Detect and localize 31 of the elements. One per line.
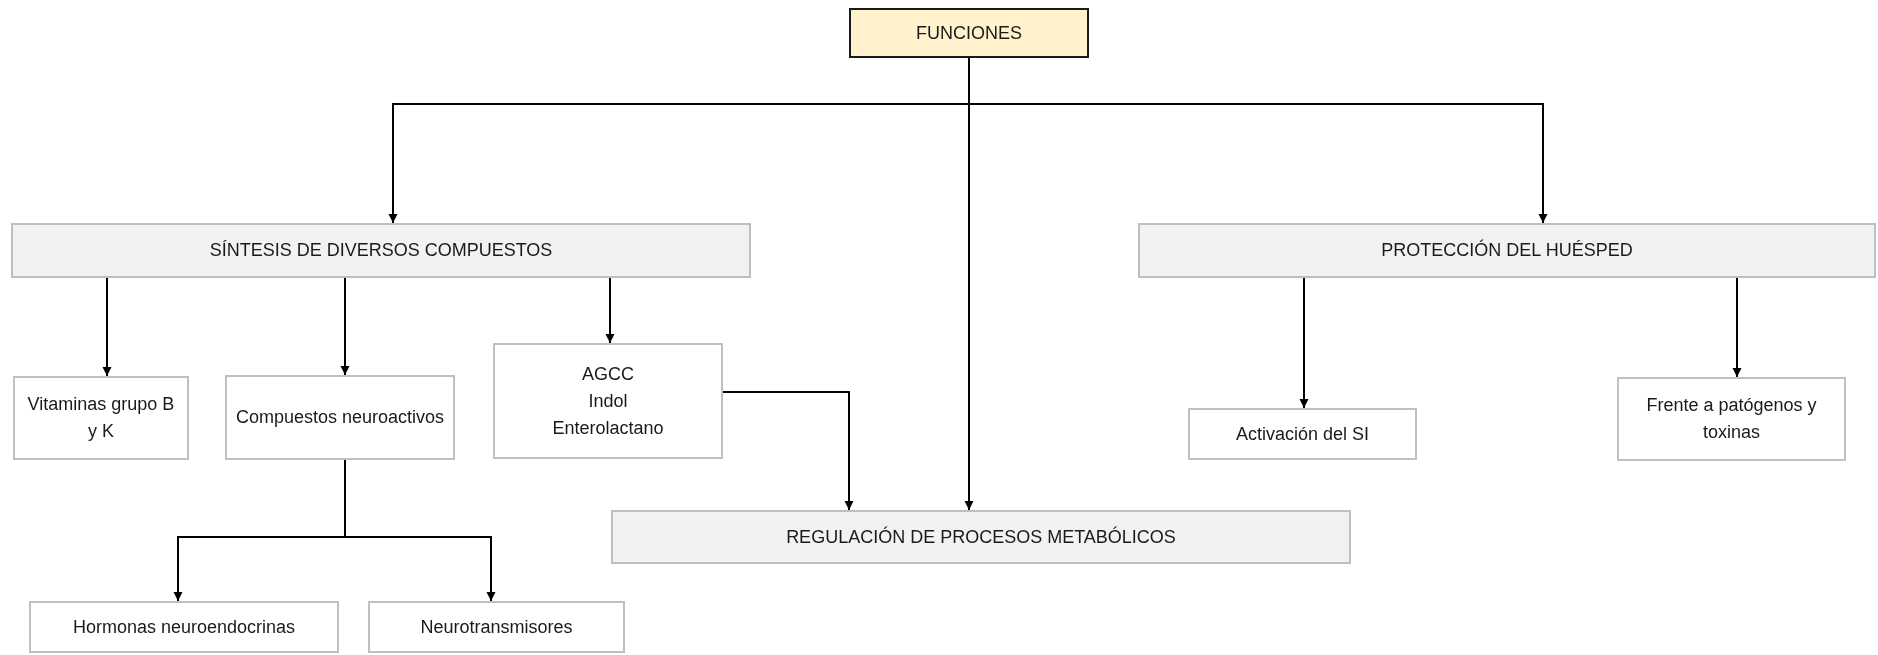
- process-box: [493, 343, 723, 459]
- arrow: [344, 459, 496, 602]
- box-label: REGULACIÓN DE PROCESOS METABÓLICOS: [786, 525, 1176, 549]
- arrow: [1299, 277, 1309, 409]
- arrow: [722, 391, 854, 511]
- process-box: [849, 8, 1089, 58]
- arrow: [605, 277, 615, 344]
- box-label: Compuestos neuroactivos: [235, 406, 445, 429]
- box-label: Vitaminas grupo B y K: [26, 393, 176, 443]
- process-box: [1138, 223, 1876, 278]
- process-box: [368, 601, 625, 653]
- box-label: FUNCIONES: [916, 21, 1022, 45]
- box-label: Enterolactano: [552, 416, 664, 440]
- box-label: Indol: [588, 389, 628, 413]
- arrow: [340, 277, 350, 376]
- box-label: AGCC: [582, 362, 634, 386]
- box-label: Activación del SI: [1235, 422, 1370, 446]
- box-label: PROTECCIÓN DEL HUÉSPED: [1381, 238, 1633, 262]
- box-label: Hormonas neuroendocrinas: [72, 615, 296, 639]
- box-label: Frente a patógenos y toxinas: [1645, 394, 1818, 444]
- process-box: [13, 376, 189, 460]
- process-box: [225, 375, 455, 460]
- process-box: [1188, 408, 1417, 460]
- box-label: Neurotransmisores: [420, 615, 573, 639]
- box-label: SÍNTESIS DE DIVERSOS COMPUESTOS: [209, 239, 553, 262]
- arrow: [102, 277, 112, 377]
- arrow: [1732, 277, 1742, 378]
- process-box: [611, 510, 1351, 564]
- process-box: [11, 223, 751, 278]
- process-box: [1617, 377, 1846, 461]
- process-box: [29, 601, 339, 653]
